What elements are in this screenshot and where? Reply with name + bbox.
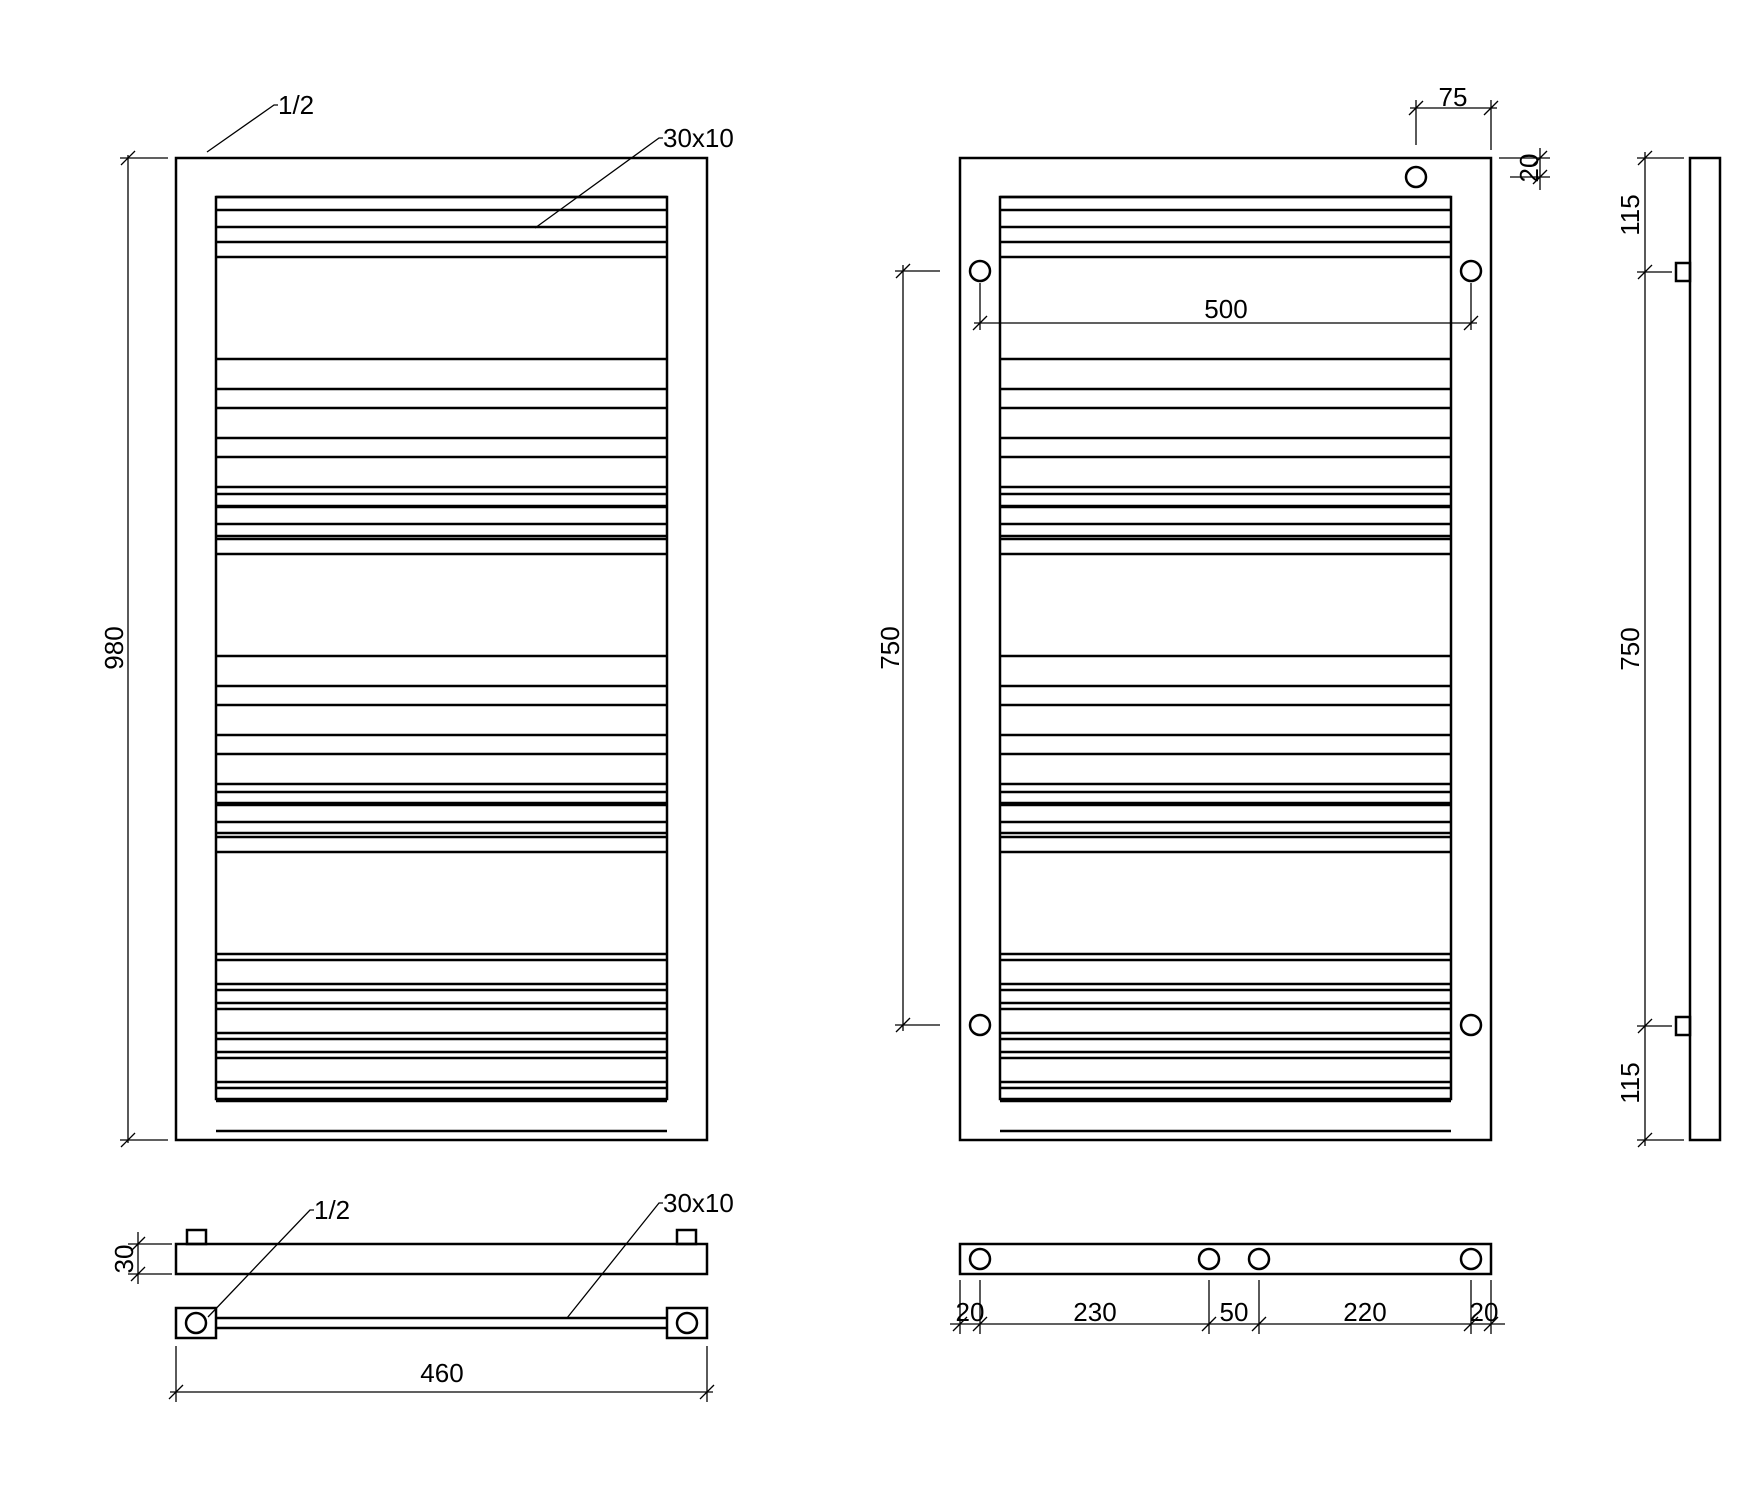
bottom-right-tick-2 (972, 1316, 988, 1332)
bottom-right-hole-3 (1247, 1247, 1271, 1271)
bottom-left-width-label: 460 (420, 1358, 463, 1388)
rear-outer-frame (958, 156, 1493, 1142)
rear-height-tick-top (895, 263, 911, 279)
bottom-right-tick-5 (1463, 1316, 1479, 1332)
bottom-left-port-right (665, 1306, 709, 1340)
rear-bars (1000, 195, 1451, 1133)
rear-offset-label: 75 (1439, 82, 1468, 112)
side-body (1688, 156, 1722, 1142)
bottom-right-tick-4 (1251, 1316, 1267, 1332)
rear-height-tick-bottom (895, 1017, 911, 1033)
bottom-left-view: 1/2 30x10 30 460 (109, 1188, 734, 1402)
rear-inner-frame (998, 195, 1453, 1101)
rear-spacing-label: 500 (1204, 294, 1247, 324)
bottom-right-view: 20 230 50 220 20 (950, 1242, 1505, 1334)
bottom-right-dim-5: 20 (1470, 1297, 1499, 1327)
side-middle-label: 750 (1615, 627, 1645, 670)
rear-mount-hole-top-left (968, 259, 992, 283)
side-stub-bottom (1674, 1015, 1692, 1037)
bottom-right-tick-6 (1483, 1316, 1499, 1332)
bottom-right-dim-1: 20 (956, 1297, 985, 1327)
rear-spacing-tick-right (1463, 315, 1479, 331)
bottom-right-dim-2: 230 (1073, 1297, 1116, 1327)
bottom-left-width-tick-left (168, 1384, 184, 1400)
rear-offset-tick-right (1483, 100, 1499, 116)
front-height-tick-top (120, 150, 136, 166)
bottom-right-dim-4: 220 (1343, 1297, 1386, 1327)
front-connection-label: 1/2 (278, 90, 314, 120)
bottom-right-hole-4 (1459, 1247, 1483, 1271)
rear-mount-hole-bottom-right (1459, 1013, 1483, 1037)
side-tick-1 (1637, 150, 1653, 166)
bottom-left-profile-label: 30x10 (663, 1188, 734, 1218)
front-height-tick-bottom (120, 1132, 136, 1148)
front-connection-leader (206, 104, 278, 153)
side-bottom-label: 115 (1615, 1062, 1645, 1103)
bottom-left-depth-tick-top (130, 1236, 146, 1252)
bottom-left-connection-label: 1/2 (314, 1195, 350, 1225)
rear-top-offset-label: 20 (1514, 154, 1544, 183)
bottom-left-port-right-hole (675, 1311, 699, 1335)
side-tick-2 (1637, 264, 1653, 280)
side-tick-4 (1637, 1132, 1653, 1148)
rear-mount-hole-top-right (1459, 259, 1483, 283)
bottom-left-port-left (174, 1306, 218, 1340)
rear-top-offset-tick-bottom (1532, 169, 1548, 185)
rear-view: 75 20 500 750 (875, 82, 1550, 1142)
rear-mount-hole-bottom-left (968, 1013, 992, 1037)
rear-spacing-tick-left (972, 315, 988, 331)
bottom-right-hole-2 (1197, 1247, 1221, 1271)
bottom-left-width-tick-right (699, 1384, 715, 1400)
bottom-left-port-left-hole (184, 1311, 208, 1335)
bottom-left-depth-label: 30 (109, 1245, 139, 1274)
rear-offset-tick-left (1408, 100, 1424, 116)
front-profile-label: 30x10 (663, 123, 734, 153)
bottom-left-stub-right (675, 1228, 698, 1246)
rear-height-label: 750 (875, 626, 905, 669)
bottom-right-dim-3: 50 (1220, 1297, 1249, 1327)
bottom-right-tick-3 (1201, 1316, 1217, 1332)
bottom-left-stub-left (185, 1228, 208, 1246)
front-inner-frame (214, 195, 669, 1101)
bottom-left-depth-tick-bottom (130, 1266, 146, 1282)
side-tick-3 (1637, 1018, 1653, 1034)
bottom-left-profile-leader (566, 1202, 663, 1319)
bottom-right-hole-1 (968, 1247, 992, 1271)
front-height-label: 980 (99, 626, 129, 669)
front-profile-leader (534, 137, 663, 229)
side-stub-top (1674, 261, 1692, 283)
front-outer-frame (174, 156, 709, 1142)
bottom-right-collector (958, 1242, 1493, 1276)
bottom-right-tick-1 (952, 1316, 968, 1332)
front-view: 1/2 30x10 980 (99, 90, 734, 1148)
bottom-left-collector (174, 1242, 709, 1276)
rear-top-offset-tick-top (1532, 150, 1548, 166)
side-top-label: 115 (1615, 194, 1645, 235)
rear-top-hole (1404, 165, 1428, 189)
front-bars (216, 195, 667, 1133)
bottom-left-connection-leader (207, 1209, 314, 1318)
side-view: 115 750 115 (1615, 150, 1722, 1148)
